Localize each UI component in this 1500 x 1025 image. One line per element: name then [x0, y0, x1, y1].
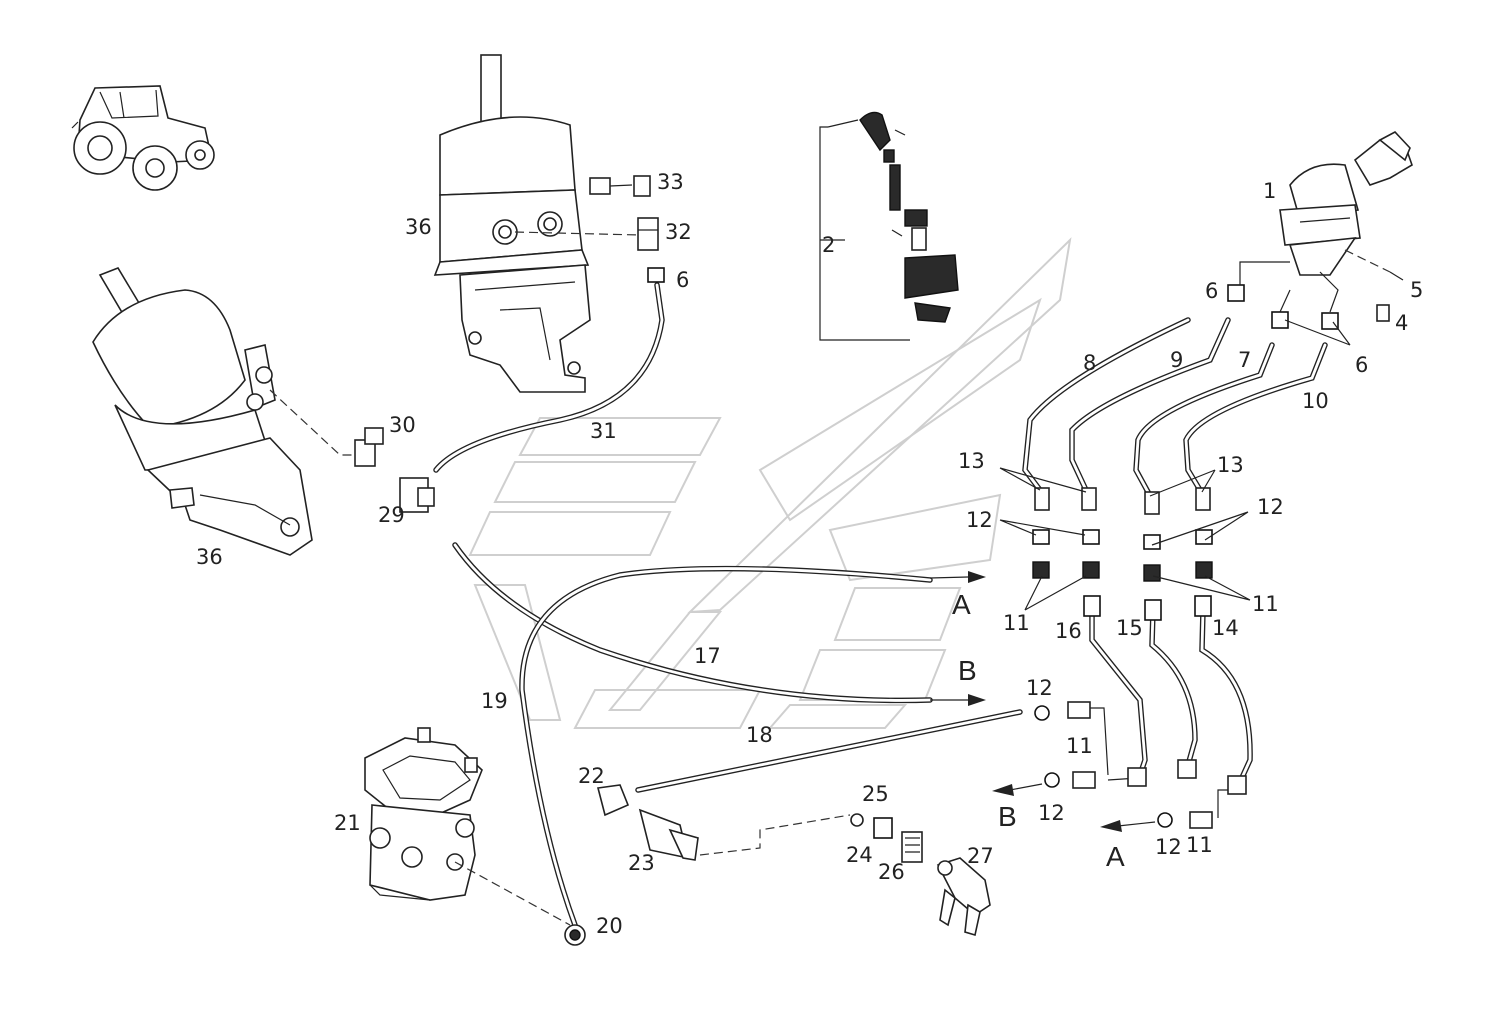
- label-26: 26: [878, 860, 905, 884]
- label-15: 15: [1116, 616, 1143, 640]
- label-12-b: 12: [1038, 801, 1065, 825]
- elbow-fitting: [936, 857, 991, 937]
- label-32: 32: [665, 220, 692, 244]
- brake-lever-assembly: [819, 111, 959, 341]
- label-11-a: 11: [1186, 833, 1213, 857]
- label-21: 21: [334, 811, 361, 835]
- label-29: 29: [378, 503, 405, 527]
- label-7: 7: [1238, 348, 1251, 372]
- label-11-mid: 11: [1066, 734, 1093, 758]
- label-17: 17: [694, 644, 721, 668]
- marker-a-top: A: [952, 589, 971, 620]
- label-11-right: 11: [1252, 592, 1279, 616]
- brake-chamber-upper: [433, 54, 591, 393]
- label-16: 16: [1055, 619, 1082, 643]
- label-24: 24: [846, 843, 873, 867]
- label-13-left: 13: [958, 449, 985, 473]
- label-2: 2: [822, 233, 835, 257]
- pipe-network: [433, 282, 1328, 928]
- label-12-right: 12: [1257, 495, 1284, 519]
- trailer-control-valve: [364, 727, 483, 901]
- label-20: 20: [596, 914, 623, 938]
- label-4: 4: [1395, 311, 1408, 335]
- label-13-right: 13: [1217, 453, 1244, 477]
- label-12-mid: 12: [1026, 676, 1053, 700]
- label-25: 25: [862, 782, 889, 806]
- label-19: 19: [481, 689, 508, 713]
- label-6-top: 6: [676, 268, 689, 292]
- label-14: 14: [1212, 616, 1239, 640]
- label-36-left: 36: [196, 545, 223, 569]
- label-36-top: 36: [405, 215, 432, 239]
- marker-b-bottom: B: [998, 801, 1017, 832]
- marker-a-bottom: A: [1106, 841, 1125, 872]
- label-18: 18: [746, 723, 773, 747]
- fittings: [354, 175, 1404, 946]
- leader-lines: [269, 231, 1391, 926]
- label-11-left: 11: [1003, 611, 1030, 635]
- label-1: 1: [1263, 179, 1276, 203]
- label-12-a: 12: [1155, 835, 1182, 859]
- hand-brake-valve: [1279, 131, 1413, 276]
- label-12-left: 12: [966, 508, 993, 532]
- label-9: 9: [1170, 348, 1183, 372]
- callout-labels: 1 2 4 5 6 6 6 7 8 9 10 13 13 12 12 11 11…: [196, 170, 1423, 938]
- label-6-left: 6: [1205, 279, 1218, 303]
- label-5: 5: [1410, 278, 1423, 302]
- label-6-right: 6: [1355, 353, 1368, 377]
- label-33: 33: [657, 170, 684, 194]
- label-23: 23: [628, 851, 655, 875]
- connection-markers: A B B A: [952, 589, 1125, 872]
- brake-chamber-left: [92, 267, 313, 556]
- label-22: 22: [578, 764, 605, 788]
- label-8: 8: [1083, 351, 1096, 375]
- label-30: 30: [389, 413, 416, 437]
- label-31: 31: [590, 419, 617, 443]
- marker-b-top: B: [958, 655, 977, 686]
- tractor-icon: [71, 85, 215, 191]
- label-27: 27: [967, 844, 994, 868]
- watermark-logo: [468, 237, 1072, 729]
- direction-arrows: [929, 571, 1156, 832]
- label-10: 10: [1302, 389, 1329, 413]
